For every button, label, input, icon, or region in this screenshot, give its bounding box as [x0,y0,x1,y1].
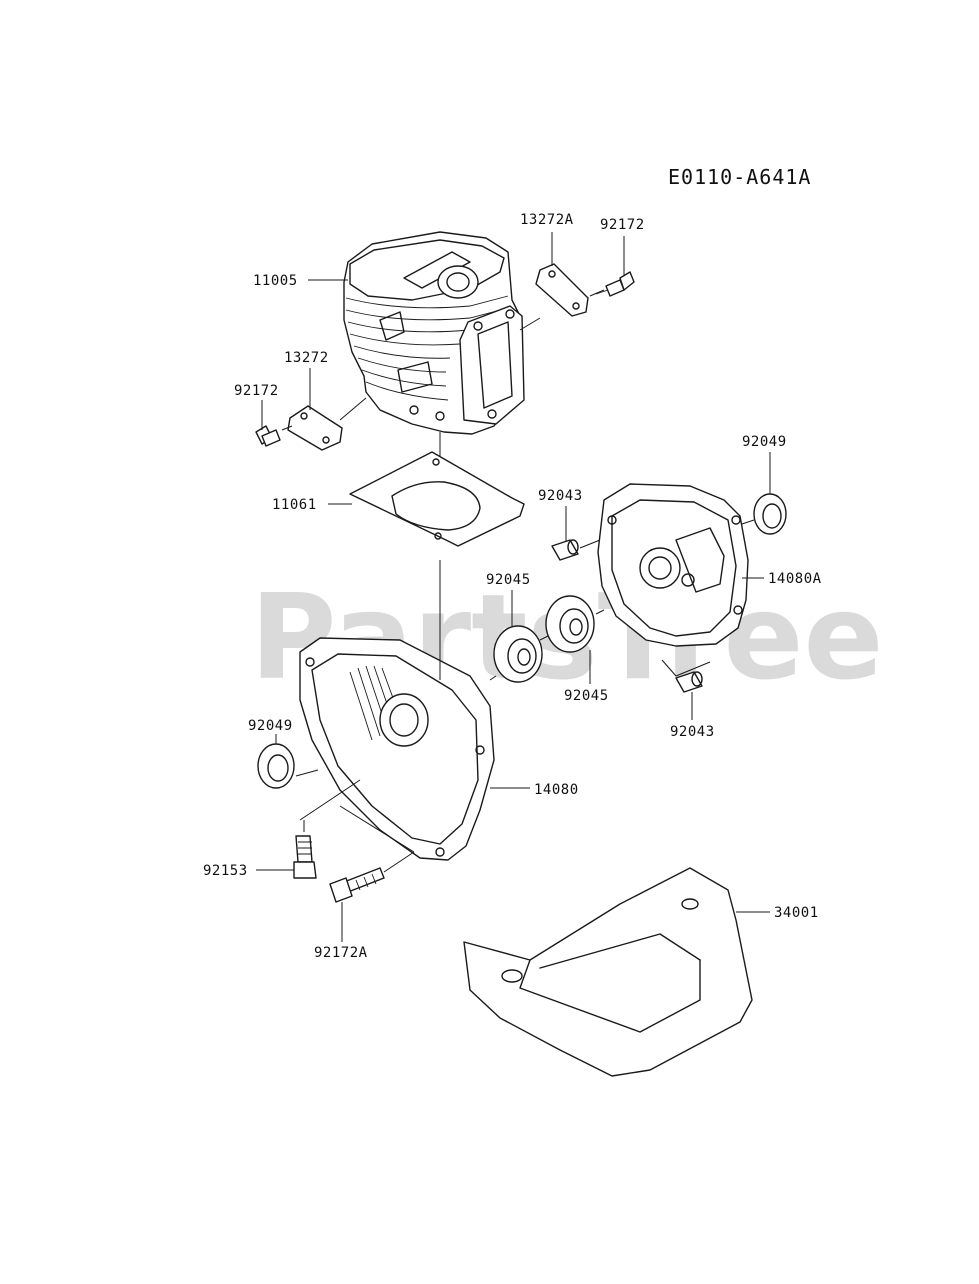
part-bearing-92045-left[interactable] [493,625,543,683]
label-92043-bottom: 92043 [670,724,715,740]
part-cylinder-11005[interactable] [343,231,525,435]
label-92172-top: 92172 [600,217,645,233]
label-11005: 11005 [253,273,298,289]
label-92049-right: 92049 [742,434,787,450]
label-13272: 13272 [284,350,329,366]
label-92045-right: 92045 [564,688,609,704]
label-11061: 11061 [272,497,317,513]
label-92043-top: 92043 [538,488,583,504]
part-bearing-92045-right[interactable] [545,595,595,653]
part-seal-92049-left[interactable] [257,743,295,789]
part-dowel-92043-top[interactable] [551,539,579,561]
part-crankcase-14080a[interactable] [597,483,749,647]
part-gasket-13272a[interactable] [535,263,589,317]
label-92049-left: 92049 [248,718,293,734]
part-labels: 11005 13272A 92172 13272 92172 11061 920… [203,212,822,961]
part-screw-92172-top[interactable] [595,271,635,297]
part-screw-92172a[interactable] [329,867,385,903]
part-crankcase-14080[interactable] [299,637,495,861]
leader-lines [256,232,771,942]
part-dowel-92043-bottom[interactable] [675,671,703,693]
part-gasket-11061[interactable] [349,451,525,547]
diagram-code: E0110-A641A [668,165,811,189]
part-gasket-13272[interactable] [287,405,343,451]
label-92172a: 92172A [314,945,368,961]
part-cover-34001[interactable] [463,867,753,1077]
label-14080: 14080 [534,782,579,798]
part-bolt-92153[interactable] [293,835,317,879]
part-screw-92172-left[interactable] [255,425,281,447]
label-14080a: 14080A [768,571,822,587]
label-92172-left: 92172 [234,383,279,399]
part-seal-92049-right[interactable] [753,493,787,535]
label-92153: 92153 [203,863,248,879]
label-92045-left: 92045 [486,572,531,588]
label-34001: 34001 [774,905,819,921]
label-13272a: 13272A [520,212,574,228]
